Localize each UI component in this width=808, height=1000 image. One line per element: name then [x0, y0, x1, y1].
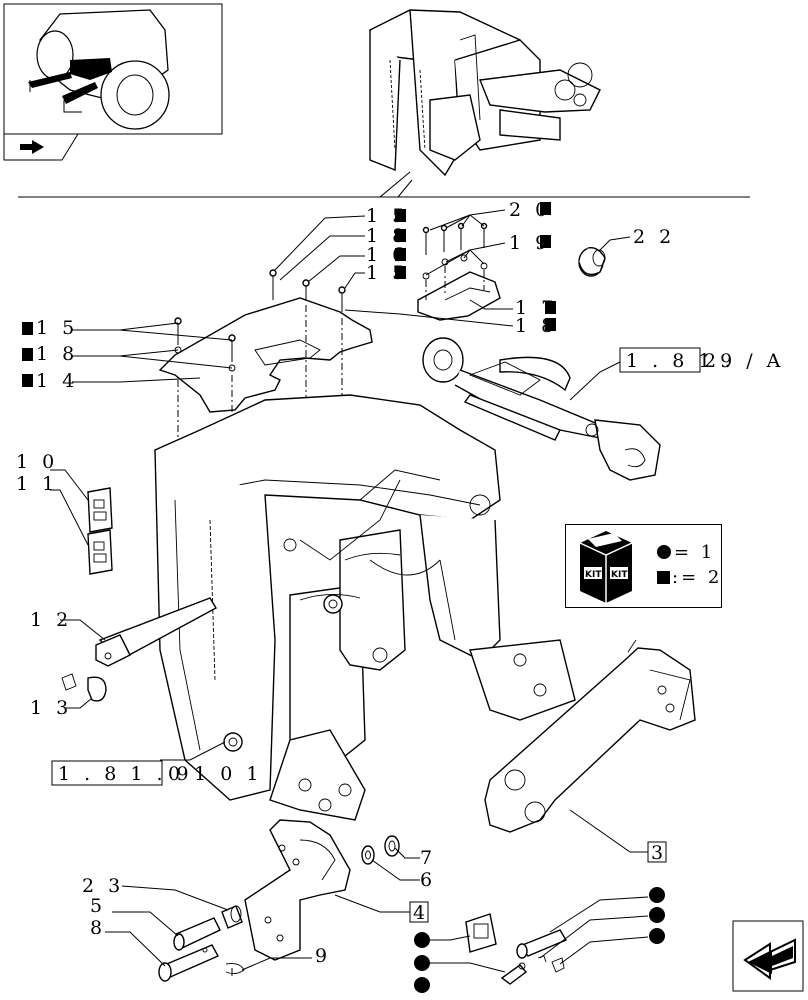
label-13: 1 3 [30, 697, 72, 719]
label-4: 4 [413, 902, 429, 924]
kit-label-left: KIT [585, 570, 602, 580]
label-23: 2 3 [82, 875, 124, 897]
plug-22[interactable] [578, 247, 606, 277]
linkage-frame [154, 394, 576, 821]
label-8: 8 [90, 917, 106, 939]
bushing-23[interactable] [221, 905, 243, 929]
label-9: 9 [315, 945, 331, 967]
label-20: 2 0 [509, 199, 551, 221]
label-18-left: 1 8 [36, 343, 78, 365]
ref-top-link[interactable]: 1 . 8 1 . 29 / A [619, 347, 784, 373]
back-arrow-icon [20, 140, 44, 154]
label-14: 1 4 [36, 370, 78, 392]
kit-box-icon [579, 531, 633, 603]
ref-top-link-suffix: 29 / A [704, 350, 784, 372]
label-17: 1 7 [515, 297, 557, 319]
ref-frame-suffix: 0 1 0 1 [168, 763, 262, 785]
bracket-17[interactable] [417, 271, 501, 321]
label-18-top: 1 8 [366, 225, 408, 247]
square-legend-text: := 2 1 [672, 567, 721, 588]
label-12: 1 2 [30, 609, 72, 631]
square-marker-icon [657, 571, 670, 584]
label-15-left: 1 5 [36, 317, 78, 339]
washer-7[interactable] [384, 835, 400, 857]
rod-12[interactable] [95, 597, 217, 667]
svg-text:1 . 8 1 .: 1 . 8 1 . [626, 350, 735, 372]
svg-text:1 . 8 1 . 9: 1 . 8 1 . 9 [58, 763, 193, 785]
label-6: 6 [420, 869, 436, 891]
tractor-thumbnail[interactable] [3, 3, 223, 161]
leader-lines [50, 209, 652, 973]
label-markers [22, 202, 665, 993]
decal-11[interactable] [87, 529, 113, 575]
label-7: 7 [420, 847, 436, 869]
label-15-mid: 1 5 [366, 262, 408, 284]
washer-6[interactable] [361, 845, 375, 865]
label-22: 2 2 [633, 226, 675, 248]
label-10: 1 0 [16, 451, 58, 473]
top-link[interactable] [422, 337, 661, 481]
pin-8[interactable] [158, 944, 219, 982]
label-16: 1 6 [366, 244, 408, 266]
hook-4[interactable] [244, 819, 351, 961]
label-18-right: 1 8 [515, 315, 557, 337]
kit-legend: KIT KIT = 1 := 2 1 [565, 524, 722, 608]
circle-legend-text: = 1 [674, 542, 715, 563]
next-page-arrow-icon[interactable] [732, 920, 804, 992]
screws-top [174, 222, 488, 372]
label-15-top: 1 5 [366, 205, 408, 227]
kit-label-right: KIT [611, 570, 628, 580]
circle-marker-icon [657, 545, 671, 559]
clip-9[interactable] [225, 963, 245, 976]
label-19: 1 9 [509, 232, 551, 254]
cover-plate-14[interactable] [158, 297, 373, 413]
pin-5[interactable] [173, 917, 221, 951]
overview-assembly [369, 9, 601, 177]
label-5: 5 [90, 895, 106, 917]
ref-frame[interactable]: 1 . 8 1 . 9 0 1 0 1 [51, 760, 262, 786]
label-11: 1 1 [16, 473, 58, 495]
clip-13[interactable] [61, 673, 107, 702]
decal-10[interactable] [87, 487, 113, 533]
label-3: 3 [651, 842, 667, 864]
lower-link-3[interactable] [484, 639, 696, 833]
small-parts-kit[interactable] [465, 913, 568, 985]
